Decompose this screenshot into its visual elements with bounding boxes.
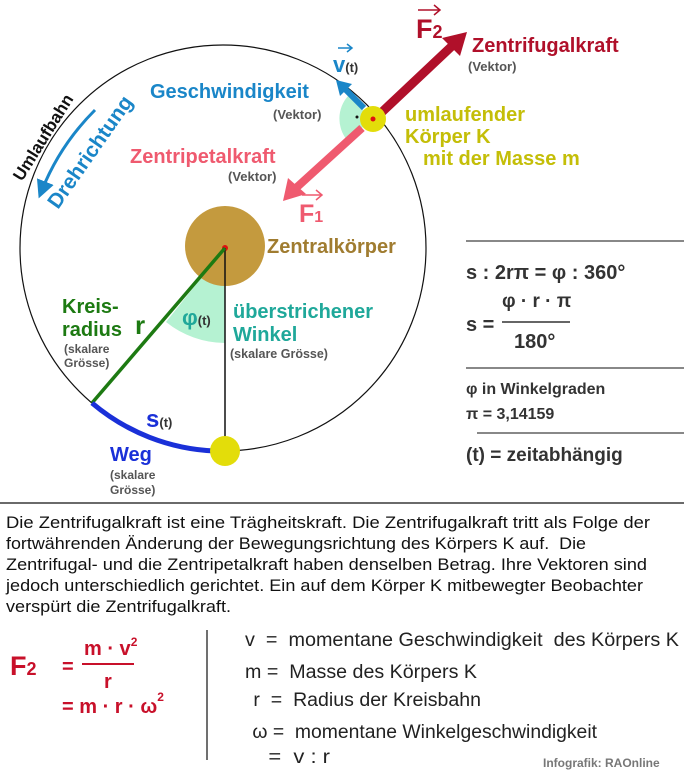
definition-omega-eq: = v : r	[250, 747, 331, 768]
velocity-arrow-shaft	[341, 85, 367, 111]
radius-symbol: r	[135, 310, 145, 340]
paragraph-line: jedoch unterschiedlich gerichtet. Ein au…	[5, 576, 643, 595]
body-label-3: mit der Masse m	[423, 148, 580, 170]
angle-note: (skalare Grösse)	[230, 347, 328, 361]
definition-m: m = Masse des Körpers K	[245, 662, 477, 683]
angle-label-2: Winkel	[233, 324, 297, 346]
f2-formula-omega: = m · r · ω2	[62, 690, 164, 718]
f1-symbol: F1	[299, 200, 323, 228]
definition-r: r = Radius der Kreisbahn	[248, 690, 481, 711]
time-note: (t) = zeitabhängig	[466, 445, 623, 466]
f2-formula-denominator: r	[104, 671, 112, 693]
path-note-2: Grösse)	[110, 483, 155, 497]
radius-line	[90, 246, 227, 405]
velocity-symbol: v(t)	[333, 52, 358, 77]
f2-formula-numerator: m · v2	[84, 635, 138, 660]
path-symbol: s(t)	[146, 406, 172, 433]
direction-arrow	[36, 108, 97, 199]
centrifugal-note: (Vektor)	[468, 59, 516, 74]
body-label-2: Körper K	[405, 126, 491, 148]
radius-note-2: Grösse)	[64, 356, 109, 370]
credit: Infografik: RAOnline	[543, 756, 660, 770]
right-angle-dot	[355, 115, 359, 119]
velocity-note: (Vektor)	[273, 107, 321, 122]
path-note-1: (skalare	[110, 468, 156, 482]
phi-note: φ in Winkelgraden	[466, 381, 605, 398]
f2-symbol: F2	[416, 14, 443, 44]
definition-v: v = momentane Geschwindigkeit des Körper…	[245, 630, 679, 651]
centrifugal-arrow-shaft	[378, 42, 456, 116]
centrifugal-arrow-head	[442, 32, 467, 56]
path-label: Weg	[110, 444, 152, 466]
explanation-paragraph: Die Zentrifugalkraft ist eine Trägheitsk…	[5, 513, 650, 616]
centripetal-arrow-shaft	[293, 125, 365, 191]
definition-omega: ω = momentane Winkelgeschwindigkeit	[247, 722, 598, 743]
pi-value: π = 3,14159	[466, 406, 554, 423]
path-arc	[90, 401, 216, 454]
radius-note-1: (skalare	[64, 342, 110, 356]
body-label-1: umlaufender	[405, 104, 525, 126]
f2-vector-arrow-icon	[418, 4, 442, 16]
radius-label-2: radius	[62, 319, 122, 341]
paragraph-line: Die Zentrifugalkraft ist eine Trägheitsk…	[6, 513, 650, 532]
paragraph-line: Zentrifugal- und die Zentripetalkraft ha…	[6, 555, 647, 574]
angle-label-1: überstrichener	[233, 301, 373, 323]
paragraph-line: verspürt die Zentrifugalkraft.	[6, 597, 231, 616]
velocity-label: Geschwindigkeit	[150, 81, 309, 103]
definitions-list: v = momentane Geschwindigkeit des Körper…	[245, 630, 679, 768]
radius-label-1: Kreis-	[62, 296, 119, 318]
centripetal-note: (Vektor)	[228, 169, 276, 184]
velocity-arrow-head	[336, 80, 352, 96]
f2-formula-lhs: F2	[10, 651, 37, 681]
s-formula-denominator: 180°	[514, 331, 555, 353]
f1-vector-arrow-icon	[302, 189, 324, 201]
s-formula-numerator: φ · r · π	[502, 291, 572, 312]
centripetal-label: Zentripetalkraft	[130, 146, 276, 168]
proportion-formula: s : 2rπ = φ : 360°	[466, 262, 625, 284]
start-body	[210, 436, 240, 466]
s-formula-lhs: s =	[466, 314, 494, 336]
velocity-vector-arrow-icon	[338, 43, 354, 53]
central-body-label: Zentralkörper	[267, 236, 396, 258]
centripetal-arrow-head	[283, 178, 306, 201]
orbiting-body-center	[370, 116, 376, 122]
f2-formula-eq: =	[62, 656, 74, 678]
centrifugal-label: Zentrifugalkraft	[472, 35, 619, 57]
angle-symbol: φ(t)	[182, 305, 211, 330]
paragraph-line: fortwährenden Änderung der Bewegungsrich…	[6, 534, 586, 553]
